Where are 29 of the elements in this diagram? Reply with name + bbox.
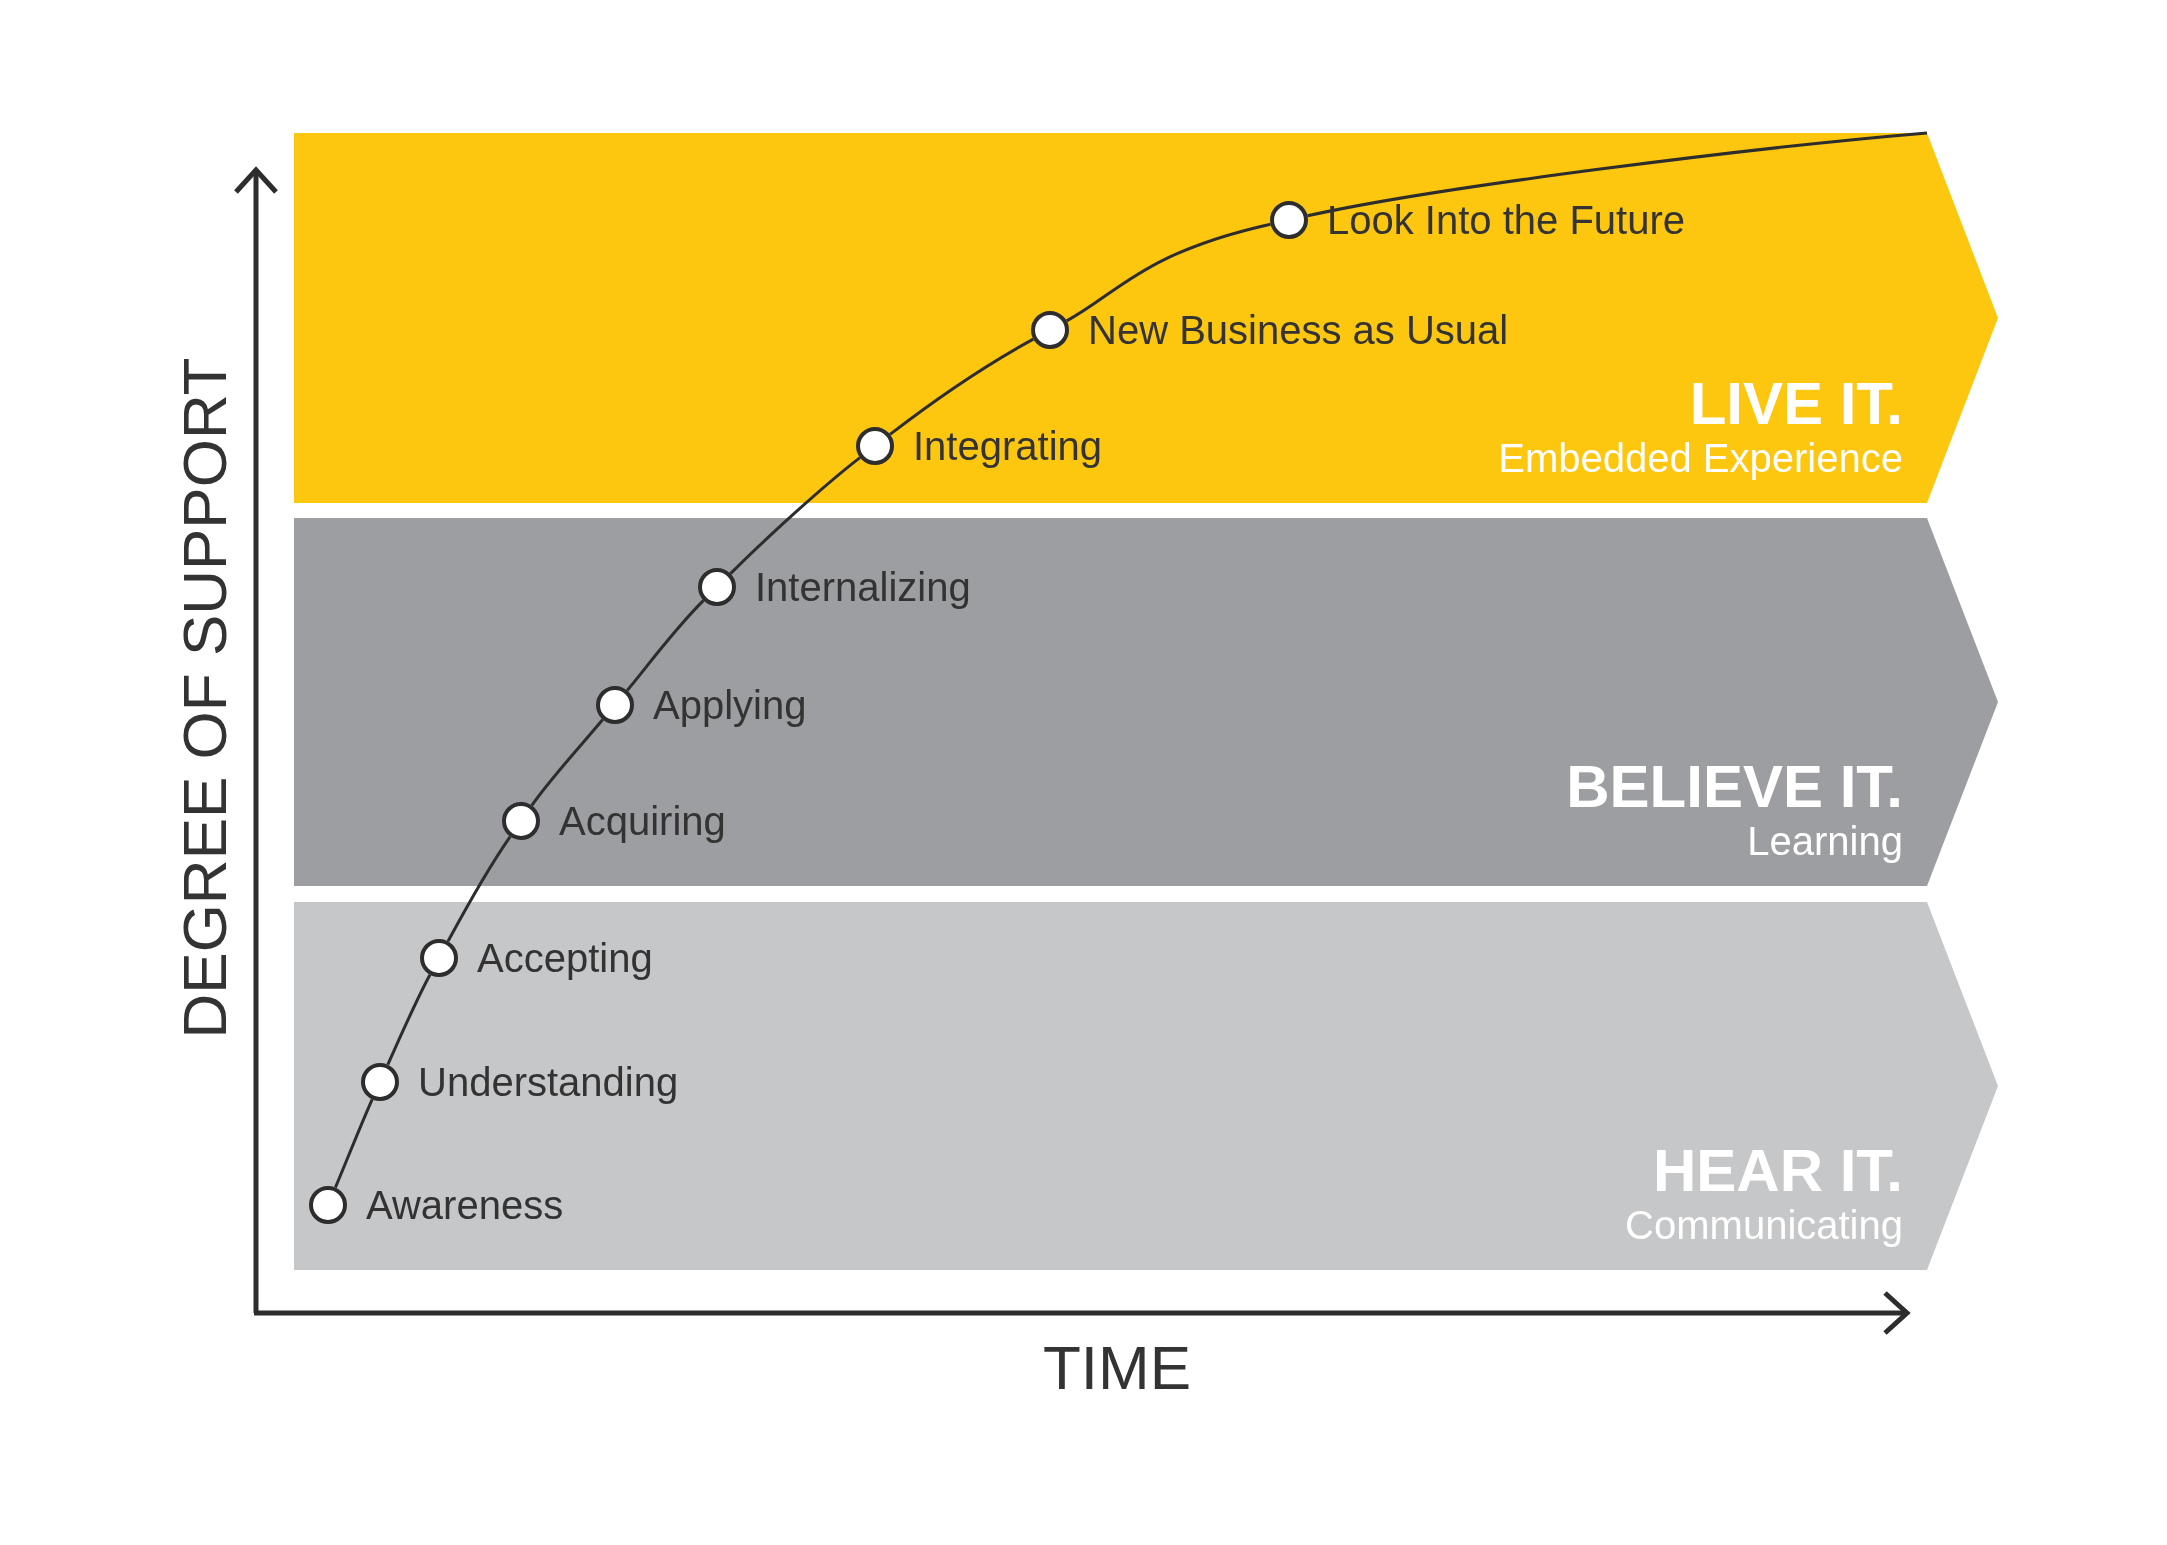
milestone-label: Integrating xyxy=(913,426,1103,466)
growth-curve xyxy=(446,835,512,942)
milestone-label: Look Into the Future xyxy=(1327,200,1685,240)
milestone-label: Acquiring xyxy=(559,801,726,841)
chevron-band xyxy=(294,133,1998,503)
growth-curve xyxy=(1065,222,1271,323)
axis-title: TIME xyxy=(1042,1337,1192,1399)
stage-subtitle: Communicating xyxy=(1625,1202,1903,1248)
growth-curve xyxy=(1307,131,1928,218)
milestone-label: Applying xyxy=(653,685,807,725)
chevron-band xyxy=(294,518,1998,886)
stage-subtitle: Learning xyxy=(1746,818,1903,864)
stage-title: BELIEVE IT. xyxy=(1566,755,1903,818)
growth-curve xyxy=(626,599,705,692)
chevron-band xyxy=(294,902,1998,1270)
milestone-label: New Business as Usual xyxy=(1088,310,1509,350)
stage-subtitle: Embedded Experience xyxy=(1498,435,1903,481)
milestone-label: Awareness xyxy=(366,1185,564,1225)
growth-curve xyxy=(889,337,1035,436)
growth-curve xyxy=(530,718,604,807)
stage-title: LIVE IT. xyxy=(1688,372,1903,435)
milestone-label: Internalizing xyxy=(755,567,971,607)
stage-title: HEAR IT. xyxy=(1651,1139,1903,1202)
axis-title: DEGREE OF SUPPORT xyxy=(174,357,236,1039)
milestone-label: Understanding xyxy=(418,1062,679,1102)
growth-curve xyxy=(386,974,432,1066)
growth-curve xyxy=(729,456,861,575)
milestone-label: Accepting xyxy=(477,938,653,978)
growth-curve xyxy=(334,1098,374,1189)
